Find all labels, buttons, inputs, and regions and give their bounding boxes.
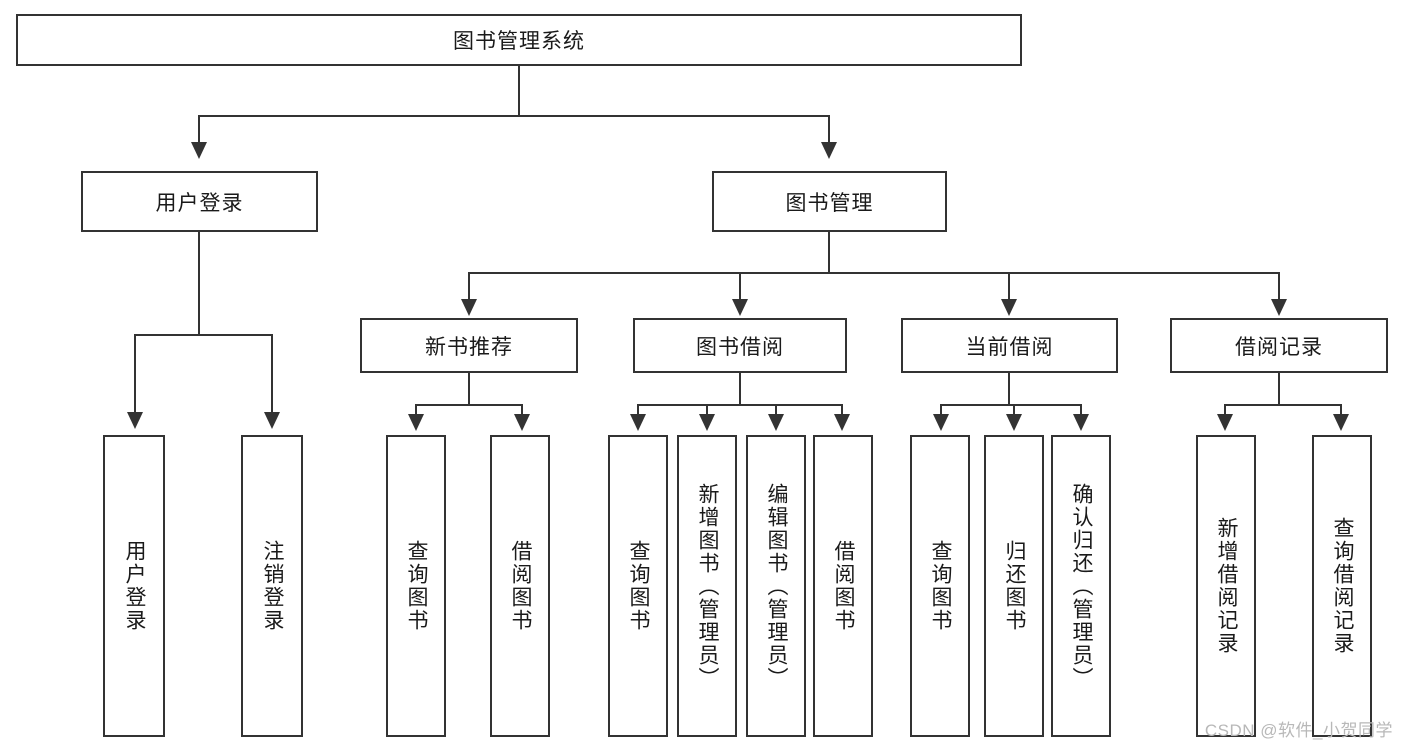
edge-user-login-drop-1: [134, 334, 136, 416]
arrow-to-book-borrow: [732, 299, 748, 316]
edge-book-borrow-bus: [637, 404, 843, 406]
edge-book-borrow-drop-4: [841, 404, 843, 418]
arrow-current-borrow-leaf-2: [1006, 414, 1022, 431]
leaf-new-book-borrow[interactable]: 借阅图书: [490, 435, 550, 737]
arrow-to-borrow-record: [1271, 299, 1287, 316]
leaf-label: 编辑图书（管理员）: [765, 482, 789, 690]
leaf-label: 用户登录: [123, 540, 147, 632]
leaf-borrow-record-query[interactable]: 查询借阅记录: [1312, 435, 1372, 737]
node-user-login[interactable]: 用户登录: [81, 171, 318, 232]
arrow-book-borrow-leaf-1: [630, 414, 646, 431]
leaf-label: 借阅图书: [832, 540, 856, 632]
edge-book-borrow-trunk: [739, 373, 741, 406]
edge-borrow-record-drop-2: [1340, 404, 1342, 418]
edge-new-book-trunk: [468, 373, 470, 406]
edge-book-manage-drop-4: [1278, 272, 1280, 302]
arrow-user-login-leaf-1: [127, 412, 143, 429]
node-current-borrow[interactable]: 当前借阅: [901, 318, 1118, 373]
arrow-book-borrow-leaf-4: [834, 414, 850, 431]
arrow-root-to-book-manage: [821, 142, 837, 159]
node-borrow-record[interactable]: 借阅记录: [1170, 318, 1388, 373]
edge-book-manage-bus: [468, 272, 1280, 274]
edge-borrow-record-drop-1: [1224, 404, 1226, 418]
edge-current-borrow-drop-1: [940, 404, 942, 418]
node-book-borrow[interactable]: 图书借阅: [633, 318, 847, 373]
arrow-borrow-record-leaf-2: [1333, 414, 1349, 431]
edge-current-borrow-drop-2: [1013, 404, 1015, 418]
edge-book-manage-drop-2: [739, 272, 741, 302]
edge-current-borrow-drop-3: [1080, 404, 1082, 418]
edge-book-manage-drop-3: [1008, 272, 1010, 302]
leaf-borrow-record-add[interactable]: 新增借阅记录: [1196, 435, 1256, 737]
edge-borrow-record-bus: [1224, 404, 1342, 406]
arrow-borrow-record-leaf-1: [1217, 414, 1233, 431]
edge-user-login-bus: [134, 334, 273, 336]
leaf-label: 确认归还（管理员）: [1070, 482, 1094, 690]
arrow-to-new-book-recommend: [461, 299, 477, 316]
edge-root-to-user-login: [198, 115, 200, 145]
leaf-book-borrow-borrow[interactable]: 借阅图书: [813, 435, 873, 737]
node-root-system[interactable]: 图书管理系统: [16, 14, 1022, 66]
edge-root-bus: [198, 115, 830, 117]
leaf-book-borrow-edit[interactable]: 编辑图书（管理员）: [746, 435, 806, 737]
edge-current-borrow-trunk: [1008, 373, 1010, 406]
arrow-user-login-leaf-2: [264, 412, 280, 429]
edge-book-borrow-drop-2: [706, 404, 708, 418]
arrow-new-book-leaf-1: [408, 414, 424, 431]
leaf-user-login-logout[interactable]: 注销登录: [241, 435, 303, 737]
edge-book-borrow-drop-3: [775, 404, 777, 418]
arrow-current-borrow-leaf-1: [933, 414, 949, 431]
edge-book-manage-drop-1: [468, 272, 470, 302]
leaf-user-login-login[interactable]: 用户登录: [103, 435, 165, 737]
arrow-new-book-leaf-2: [514, 414, 530, 431]
leaf-label: 查询图书: [627, 540, 651, 632]
node-new-book-recommend[interactable]: 新书推荐: [360, 318, 578, 373]
arrow-book-borrow-leaf-2: [699, 414, 715, 431]
leaf-book-borrow-query[interactable]: 查询图书: [608, 435, 668, 737]
leaf-label: 查询借阅记录: [1331, 517, 1355, 655]
arrow-root-to-user-login: [191, 142, 207, 159]
leaf-current-borrow-confirm[interactable]: 确认归还（管理员）: [1051, 435, 1111, 737]
leaf-label: 查询图书: [405, 540, 429, 632]
edge-book-borrow-drop-1: [637, 404, 639, 418]
leaf-label: 注销登录: [261, 540, 285, 632]
csdn-watermark: CSDN @软件_小贺同学: [1204, 721, 1393, 740]
edge-current-borrow-bus: [940, 404, 1082, 406]
edge-root-trunk: [518, 66, 520, 116]
edge-user-login-trunk: [198, 232, 200, 335]
arrow-current-borrow-leaf-3: [1073, 414, 1089, 431]
leaf-book-borrow-add[interactable]: 新增图书（管理员）: [677, 435, 737, 737]
edge-new-book-drop-2: [521, 404, 523, 418]
edge-new-book-drop-1: [415, 404, 417, 418]
leaf-label: 归还图书: [1003, 540, 1027, 632]
node-book-management[interactable]: 图书管理: [712, 171, 947, 232]
edge-book-manage-trunk: [828, 232, 830, 274]
arrow-to-current-borrow: [1001, 299, 1017, 316]
leaf-current-borrow-query[interactable]: 查询图书: [910, 435, 970, 737]
edge-root-to-book-manage: [828, 115, 830, 145]
leaf-label: 查询图书: [929, 540, 953, 632]
arrow-book-borrow-leaf-3: [768, 414, 784, 431]
leaf-label: 新增借阅记录: [1215, 517, 1239, 655]
edge-borrow-record-trunk: [1278, 373, 1280, 406]
edge-user-login-drop-2: [271, 334, 273, 416]
leaf-current-borrow-return[interactable]: 归还图书: [984, 435, 1044, 737]
leaf-label: 借阅图书: [509, 540, 533, 632]
leaf-new-book-query[interactable]: 查询图书: [386, 435, 446, 737]
leaf-label: 新增图书（管理员）: [696, 482, 720, 690]
edge-new-book-bus: [415, 404, 523, 406]
